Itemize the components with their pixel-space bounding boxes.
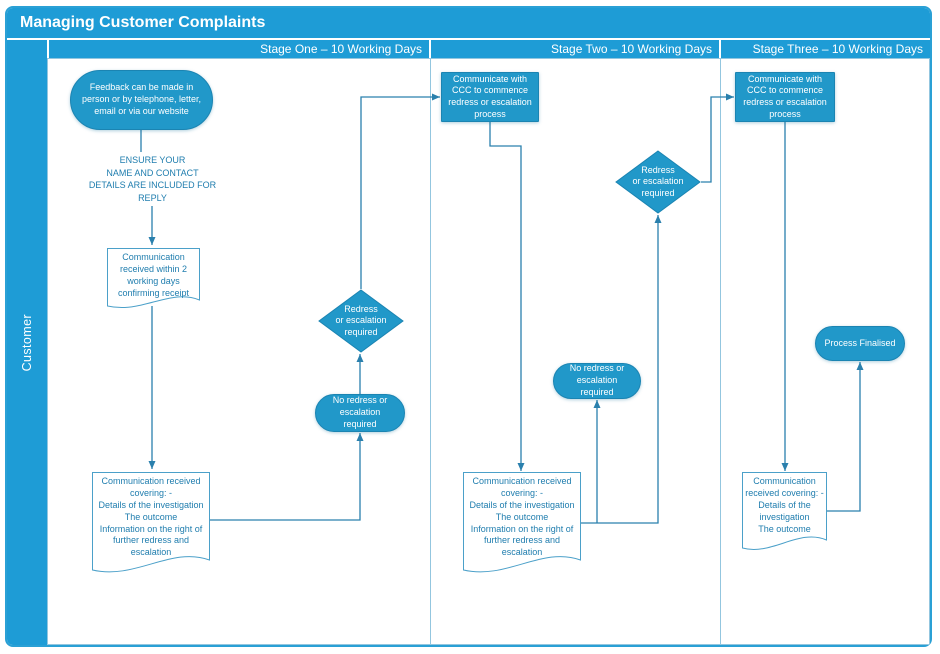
feedback-start-node: Feedback can be made in person or by tel… (70, 70, 213, 130)
header-stage-two: Stage Two – 10 Working Days (431, 40, 719, 58)
stage1-outcome-document-label: Communication received covering: - Detai… (98, 476, 204, 558)
lane-divider-1 (430, 58, 431, 645)
stage1-outcome-document-node: Communication received covering: - Detai… (92, 472, 210, 578)
stage1-no-redress-node: No redress or escalation required (315, 394, 405, 432)
stage1-decision-label: Redress or escalation required (335, 304, 387, 337)
header-stage-three: Stage Three – 10 Working Days (721, 40, 930, 58)
process-finalised-node: Process Finalised (815, 326, 905, 361)
stage2-no-redress-node: No redress or escalation required (553, 363, 641, 399)
receipt-document-node: Communication received within 2 working … (107, 248, 200, 312)
ensure-details-note: ENSURE YOUR NAME AND CONTACT DETAILS ARE… (88, 155, 217, 203)
customer-lane-label: Customer (20, 313, 34, 372)
stage2-decision-label: Redress or escalation required (632, 165, 684, 198)
stage3-outcome-document-label: Communication received covering: - Detai… (745, 476, 824, 534)
header-stage-one: Stage One – 10 Working Days (49, 40, 429, 58)
lane-divider-2 (720, 58, 721, 645)
stage2-outcome-document-label: Communication received covering: - Detai… (469, 476, 575, 558)
diagram-frame (5, 6, 932, 647)
receipt-document-label: Communication received within 2 working … (117, 252, 190, 298)
customer-lane: Customer (7, 40, 47, 645)
stage2-outcome-document-node: Communication received covering: - Detai… (463, 472, 581, 578)
stage3-process-node: Communicate with CCC to commence redress… (735, 72, 835, 122)
stage2-process-node: Communicate with CCC to commence redress… (441, 72, 539, 122)
page-title: Managing Customer Complaints (20, 14, 266, 31)
stage3-outcome-document-node: Communication received covering: - Detai… (742, 472, 827, 555)
stage1-decision-node: Redress or escalation required (318, 289, 404, 353)
stage2-decision-node: Redress or escalation required (615, 150, 701, 214)
title-bar: Managing Customer Complaints (7, 8, 930, 38)
